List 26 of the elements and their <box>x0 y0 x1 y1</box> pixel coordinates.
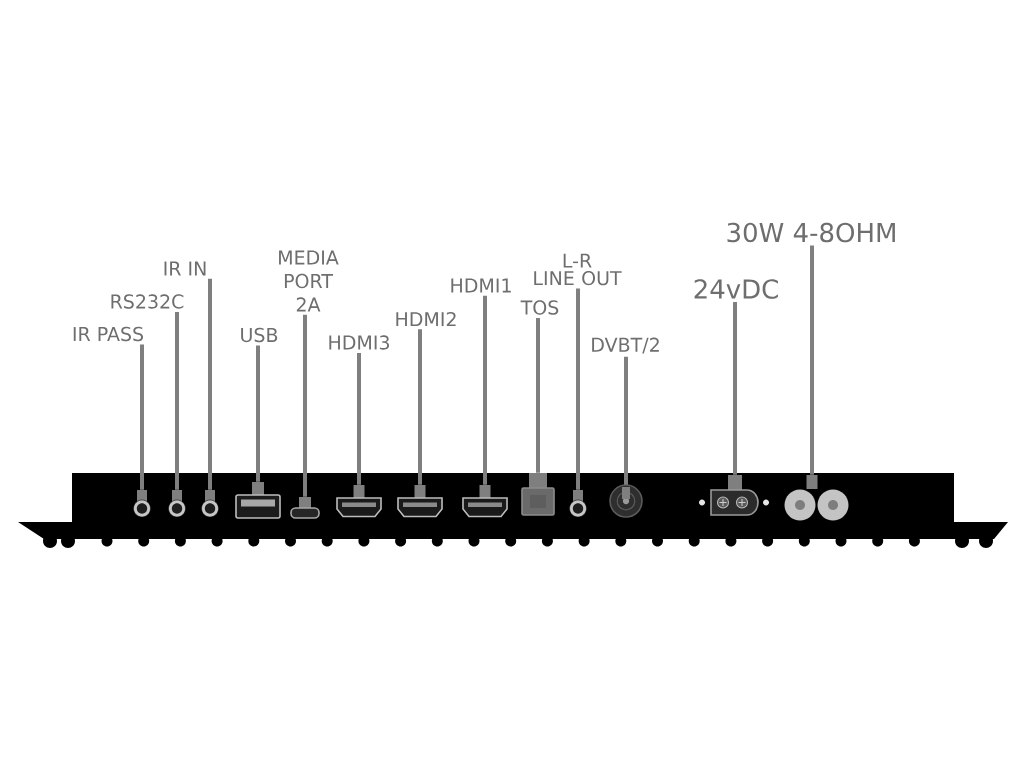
port-label: TOS <box>520 300 559 315</box>
leader-line <box>357 352 361 485</box>
port-label: USB <box>241 327 278 343</box>
leader-line <box>256 345 260 482</box>
port-label: RS232C <box>111 294 184 309</box>
leader-line <box>418 329 422 485</box>
port-label: HDMI1 <box>451 278 511 293</box>
leader-line <box>576 288 580 490</box>
leader-line <box>208 278 212 490</box>
leader-line <box>175 311 179 490</box>
port-label: MEDIA PORT 2A <box>279 250 339 312</box>
port-label: IR IN <box>164 261 206 276</box>
port-label: HDMI2 <box>396 311 456 327</box>
port-label: DVBT/2 <box>592 337 659 354</box>
port-label: 24vDC <box>694 279 778 299</box>
leader-line <box>483 295 487 485</box>
port-label: 30W 4-8OHM <box>727 222 895 243</box>
leader-line <box>303 314 307 497</box>
leader-line <box>536 317 540 473</box>
port-label: HDMI3 <box>329 335 389 350</box>
port-label: IR PASS <box>73 326 144 342</box>
leader-line <box>140 344 144 490</box>
leader-line <box>624 356 628 485</box>
port-label: L-R LINE OUT <box>534 253 622 286</box>
leader-line <box>810 245 814 475</box>
leader-line <box>733 302 737 475</box>
